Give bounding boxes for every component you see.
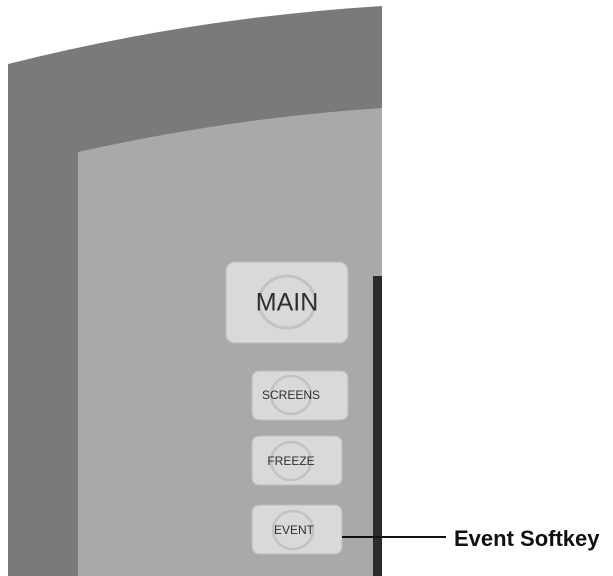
screens-softkey[interactable]: SCREENS <box>251 370 349 421</box>
main-softkey-body <box>225 261 349 344</box>
event-softkey[interactable]: EVENT <box>251 504 343 555</box>
main-softkey-ring <box>257 274 317 330</box>
screen-edge <box>373 276 382 576</box>
event-softkey-callout-label: Event Softkey <box>454 526 600 551</box>
screens-softkey-ring <box>269 374 313 416</box>
screens-softkey-label: SCREENS <box>262 388 320 402</box>
event-softkey-body <box>251 504 343 555</box>
event-softkey-label: EVENT <box>274 523 315 537</box>
freeze-softkey-ring <box>269 440 313 482</box>
main-softkey-label: MAIN <box>256 289 319 317</box>
freeze-softkey[interactable]: FREEZE <box>251 435 343 486</box>
main-softkey[interactable]: MAIN <box>225 261 349 344</box>
freeze-softkey-label: FREEZE <box>267 454 314 468</box>
event-softkey-ring <box>271 509 315 551</box>
